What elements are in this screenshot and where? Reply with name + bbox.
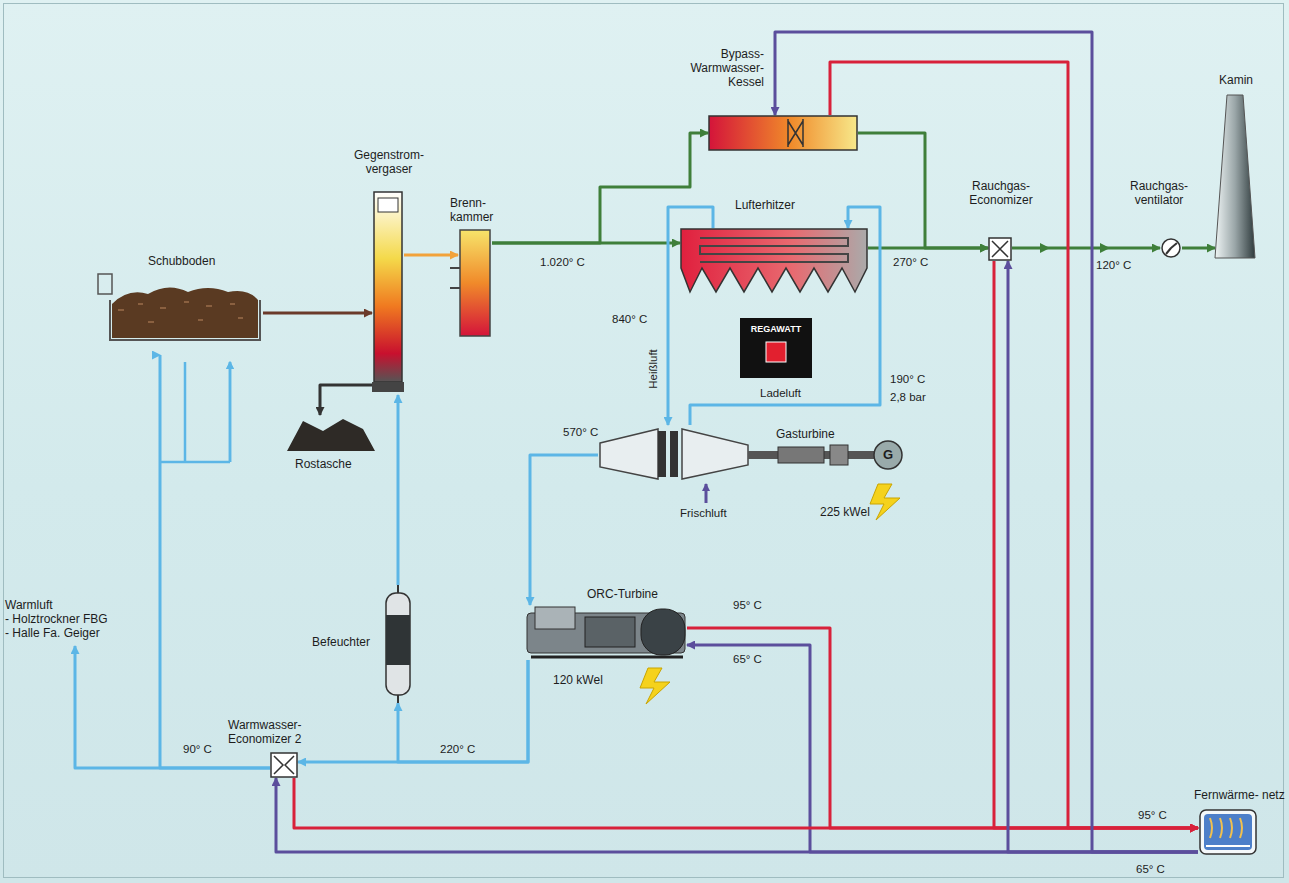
flow-line xyxy=(404,254,458,257)
node-shape xyxy=(1160,237,1182,259)
temperature-label: Frischluft xyxy=(680,506,727,520)
node-shape xyxy=(458,228,492,338)
process-node: Schubboden xyxy=(108,270,263,358)
temperature-label: 190° C xyxy=(890,372,925,386)
node-label: - Halle Fa. Geiger xyxy=(5,626,100,640)
temperature-label: 1.020° C xyxy=(540,255,585,269)
lightning-symbol xyxy=(870,484,900,520)
air-branch xyxy=(229,362,232,462)
node-shape xyxy=(525,605,687,660)
process-node: Rostasche xyxy=(283,415,378,453)
node-shape xyxy=(382,585,414,703)
temperature-label: 220° C xyxy=(440,742,475,756)
flow-line xyxy=(530,455,598,605)
node-label: 225 kWel xyxy=(820,505,890,519)
flow-line xyxy=(398,660,528,762)
node-label: Rauchgas- Economizer xyxy=(956,179,1046,207)
flow-line xyxy=(775,32,1198,852)
process-node: Warmwasser- Economizer 2 xyxy=(270,752,298,778)
node-label: - Holztrockner FBG xyxy=(5,612,108,626)
node-shape xyxy=(680,228,868,293)
process-node: ORC-Turbine120 kWel xyxy=(525,605,687,660)
process-node: Warmluft- Holztrockner FBG- Halle Fa. Ge… xyxy=(5,598,112,646)
process-node: Lufterhitzer xyxy=(680,228,868,293)
temperature-label: Ladeluft xyxy=(760,386,801,400)
flow-line xyxy=(868,247,988,250)
process-node: REGAWATT xyxy=(740,318,812,378)
fresh-air-arrow xyxy=(705,484,708,503)
node-label: Bypass- Warmwasser- Kessel xyxy=(678,47,764,89)
node-shape xyxy=(283,415,378,453)
node-shape xyxy=(988,237,1012,261)
air-branch xyxy=(160,362,230,462)
node-shape xyxy=(270,752,298,778)
node-shape xyxy=(372,190,404,395)
flow-line xyxy=(298,660,528,762)
flow-line xyxy=(687,645,1198,852)
flow-line xyxy=(830,62,1198,828)
temperature-label: 95° C xyxy=(1138,808,1167,822)
node-label: Kamin xyxy=(1219,73,1279,87)
process-node: Kamin xyxy=(1215,95,1255,258)
flow-line xyxy=(687,628,1198,828)
process-node: Bypass- Warmwasser- Kessel xyxy=(708,115,858,151)
process-node: Gasturbine225 kWel xyxy=(598,425,908,483)
temperature-label: 65° C xyxy=(733,652,762,666)
flow-line xyxy=(858,133,988,248)
node-label: Schubboden xyxy=(148,254,238,268)
node-label: Fernwärme- netz xyxy=(1194,788,1289,802)
node-label: ORC-Turbine xyxy=(587,587,687,601)
flow-line xyxy=(1012,247,1160,250)
flow-line xyxy=(994,261,1198,828)
node-label: Gasturbine xyxy=(776,427,856,441)
temperature-label: 2,8 bar xyxy=(890,390,926,404)
process-node: Rauchgas- Economizer xyxy=(988,237,1012,261)
process-node: Rauchgas- ventilator xyxy=(1160,237,1182,259)
temperature-label: 95° C xyxy=(733,598,762,612)
process-node: Befeuchter xyxy=(382,585,414,703)
process-node: Gegenstrom- vergaser xyxy=(372,190,404,395)
flow-line xyxy=(294,778,1198,828)
node-label: Brenn- kammer xyxy=(450,196,504,224)
node-label: REGAWATT xyxy=(740,322,812,336)
lightning-symbol xyxy=(640,668,670,704)
node-shape xyxy=(1215,95,1255,258)
temperature-label: 570° C xyxy=(563,425,598,439)
temperature-label: 270° C xyxy=(893,255,928,269)
flow-line xyxy=(1008,261,1198,852)
process-node: Brenn- kammer xyxy=(458,228,492,338)
temperature-label: 65° C xyxy=(1136,862,1165,876)
node-shape xyxy=(108,270,263,358)
temperature-label: 120° C xyxy=(1096,258,1131,272)
node-shape xyxy=(1198,808,1258,856)
node-label: Lufterhitzer xyxy=(735,198,825,212)
node-label: Warmluft xyxy=(5,598,53,612)
flow-line xyxy=(492,133,708,243)
flow-label-vertical: Heißluft xyxy=(646,349,660,389)
flow-line xyxy=(75,646,270,768)
node-shape xyxy=(708,115,858,151)
node-label: Warmwasser- Economizer 2 xyxy=(228,718,318,746)
temperature-label: 90° C xyxy=(183,742,212,756)
node-label: Rostasche xyxy=(295,457,375,471)
flow-line xyxy=(1182,247,1215,250)
flow-line xyxy=(263,312,372,315)
node-label: Gegenstrom- vergaser xyxy=(334,148,444,176)
flow-line xyxy=(397,395,400,585)
flow-line xyxy=(276,778,1198,852)
node-label: 120 kWel xyxy=(553,673,633,687)
process-node: Fernwärme- netz xyxy=(1198,808,1258,856)
node-label: Befeuchter xyxy=(312,635,382,649)
flow-line xyxy=(160,355,270,768)
node-shape xyxy=(598,425,908,483)
node-label: Rauchgas- ventilator xyxy=(1124,179,1194,207)
temperature-label: 840° C xyxy=(612,312,647,326)
generator-letter: G xyxy=(883,448,893,462)
flow-line xyxy=(320,385,372,415)
